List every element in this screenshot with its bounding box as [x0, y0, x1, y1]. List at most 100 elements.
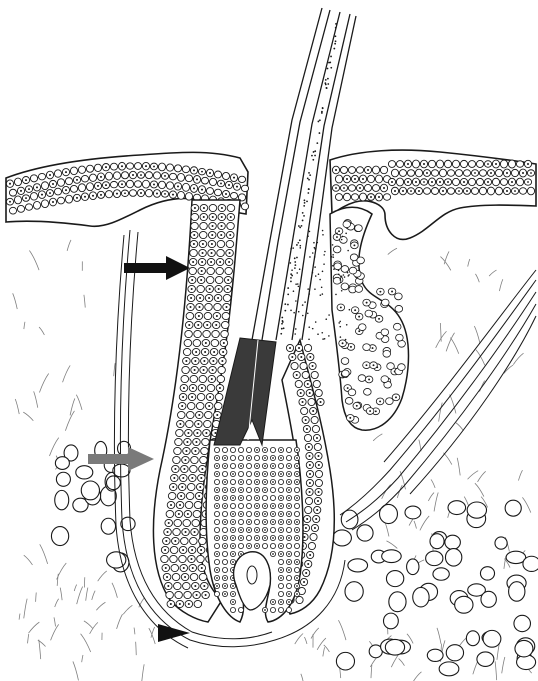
cell-nucleus: [240, 497, 242, 499]
cell-nucleus: [232, 537, 234, 539]
cell-nucleus: [164, 193, 166, 195]
epidermal-cell: [380, 166, 387, 173]
cell-nucleus: [272, 481, 274, 483]
cell-nucleus: [216, 465, 218, 467]
sebum-dot: [308, 326, 310, 328]
outer-root-sheath-cell: [207, 384, 215, 391]
epidermal-cell: [182, 183, 189, 191]
cell-nucleus: [181, 405, 183, 407]
cell-nucleus: [288, 553, 290, 555]
outer-root-sheath-cell: [185, 330, 193, 337]
epidermal-cell: [500, 160, 507, 168]
epidermal-cell: [214, 171, 221, 178]
cell-nucleus: [198, 315, 200, 317]
epidermal-cell: [166, 182, 173, 189]
sebum-dot: [295, 300, 297, 302]
epidermal-cell: [206, 188, 213, 195]
matrix-cell: [214, 559, 219, 564]
medulla-dot: [327, 78, 329, 80]
cell-nucleus: [370, 196, 372, 198]
collagen-fibre: [65, 411, 74, 431]
cell-nucleus: [201, 567, 203, 569]
sebum-dot: [339, 279, 341, 281]
epidermal-cell: [89, 174, 96, 181]
cell-nucleus: [194, 450, 196, 452]
adipocyte: [505, 500, 521, 516]
medulla-dot: [302, 220, 304, 222]
cell-nucleus: [28, 188, 30, 190]
cell-nucleus: [309, 491, 311, 493]
sebocyte: [365, 310, 373, 317]
sebocyte: [358, 324, 366, 331]
sebocyte: [383, 350, 391, 357]
outer-root-sheath-cell: [313, 380, 320, 387]
cell-nucleus: [394, 190, 396, 192]
cell-nucleus: [362, 178, 364, 180]
matrix-cell: [246, 479, 251, 484]
adipocyte: [427, 649, 443, 661]
cell-nucleus: [318, 491, 320, 493]
epidermal-cell: [169, 173, 176, 180]
medulla-dot: [290, 277, 292, 279]
sebum-dot: [294, 333, 296, 335]
cell-nucleus: [167, 531, 169, 533]
cell-nucleus: [221, 225, 223, 227]
outer-root-sheath-cell: [186, 420, 194, 427]
cell-nucleus: [280, 513, 282, 515]
sebocyte: [333, 277, 341, 284]
cell-nucleus: [280, 521, 282, 523]
collagen-fibre: [304, 637, 307, 644]
sebocyte: [395, 305, 403, 312]
matrix-cell: [278, 463, 283, 468]
epidermal-cell: [335, 194, 342, 201]
epidermal-cell: [222, 172, 229, 179]
cell-nucleus: [373, 364, 375, 366]
collagen-fibre: [28, 622, 39, 633]
collagen-fibre: [295, 633, 303, 644]
sebum-dot: [292, 247, 294, 249]
epidermal-cell: [463, 170, 470, 177]
collagen-fibre: [499, 279, 502, 291]
cell-nucleus: [226, 306, 228, 308]
sebum-dot: [308, 338, 310, 340]
cell-nucleus: [179, 603, 181, 605]
cell-nucleus: [375, 410, 377, 412]
cell-nucleus: [307, 563, 309, 565]
matrix-cell: [246, 471, 251, 476]
cell-nucleus: [221, 360, 223, 362]
epidermal-cell: [30, 193, 37, 201]
sebum-dot: [320, 294, 322, 296]
epidermal-cell: [447, 188, 454, 195]
outer-root-sheath-cell: [311, 416, 318, 423]
epidermal-cell: [519, 188, 526, 195]
epidermal-cell: [78, 166, 85, 173]
outer-root-sheath-cell: [168, 492, 176, 499]
outer-root-sheath-cell: [170, 555, 178, 562]
collagen-fibre: [388, 248, 397, 254]
cell-nucleus: [121, 183, 123, 185]
cell-nucleus: [164, 549, 166, 551]
cell-nucleus: [316, 437, 318, 439]
cell-nucleus: [366, 302, 368, 304]
medulla-dot: [283, 327, 285, 329]
matrix-cell: [214, 447, 219, 452]
outer-root-sheath-cell: [304, 434, 311, 441]
outer-root-sheath-cell: [190, 465, 198, 472]
cell-nucleus: [223, 342, 225, 344]
cell-nucleus: [296, 497, 298, 499]
adipocyte: [509, 582, 525, 602]
sebum-dot: [340, 336, 342, 338]
sebum-dot: [336, 232, 338, 234]
cell-nucleus: [366, 364, 368, 366]
sebum-dot: [349, 309, 351, 311]
cell-nucleus: [208, 405, 210, 407]
cell-nucleus: [307, 383, 309, 385]
epidermal-cell: [113, 172, 120, 180]
outer-root-sheath-cell: [174, 582, 182, 589]
medulla-dot: [308, 188, 310, 190]
cell-nucleus: [349, 417, 351, 419]
cell-nucleus: [431, 181, 433, 183]
cell-nucleus: [224, 593, 226, 595]
cell-nucleus: [256, 449, 258, 451]
cell-nucleus: [272, 553, 274, 555]
